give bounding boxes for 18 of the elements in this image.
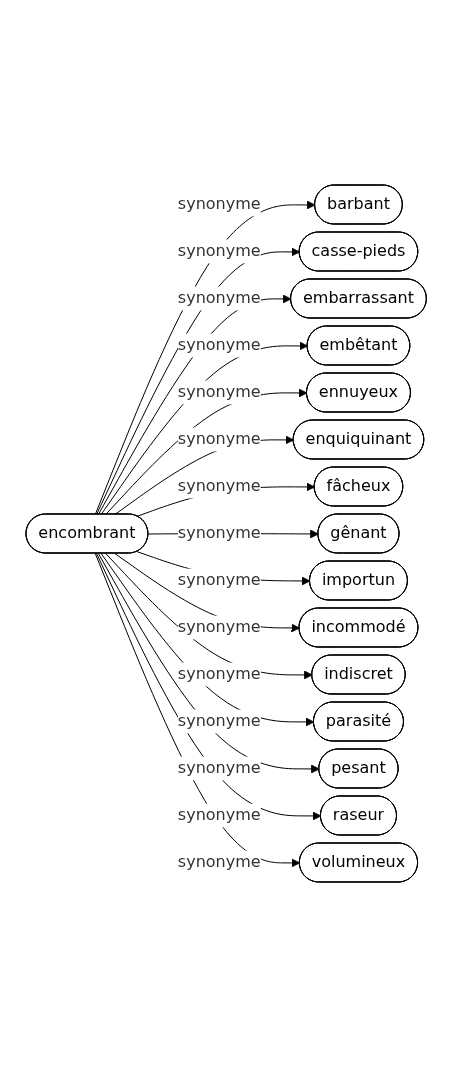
- edge-label: synonyme: [177, 664, 261, 684]
- edge-label: synonyme: [177, 194, 261, 214]
- arrow: [97, 294, 292, 515]
- arrow: [114, 553, 300, 633]
- edge-label: synonyme: [177, 711, 261, 731]
- edge-label: synonyme: [177, 805, 261, 825]
- arrow: [105, 388, 308, 515]
- edge-label: synonyme: [177, 476, 261, 496]
- edge-label: synonyme: [177, 617, 261, 637]
- edge-label: synonyme: [177, 523, 261, 543]
- edge-label: synonyme: [177, 335, 261, 355]
- edge-label: synonyme: [177, 570, 261, 590]
- edge-label: synonyme: [177, 241, 261, 261]
- edge-label: synonyme: [177, 852, 261, 872]
- edge-label: synonyme: [177, 429, 261, 449]
- edge-label: synonyme: [177, 382, 261, 402]
- edge-label: synonyme: [177, 288, 261, 308]
- edge-label: synonyme: [177, 758, 261, 778]
